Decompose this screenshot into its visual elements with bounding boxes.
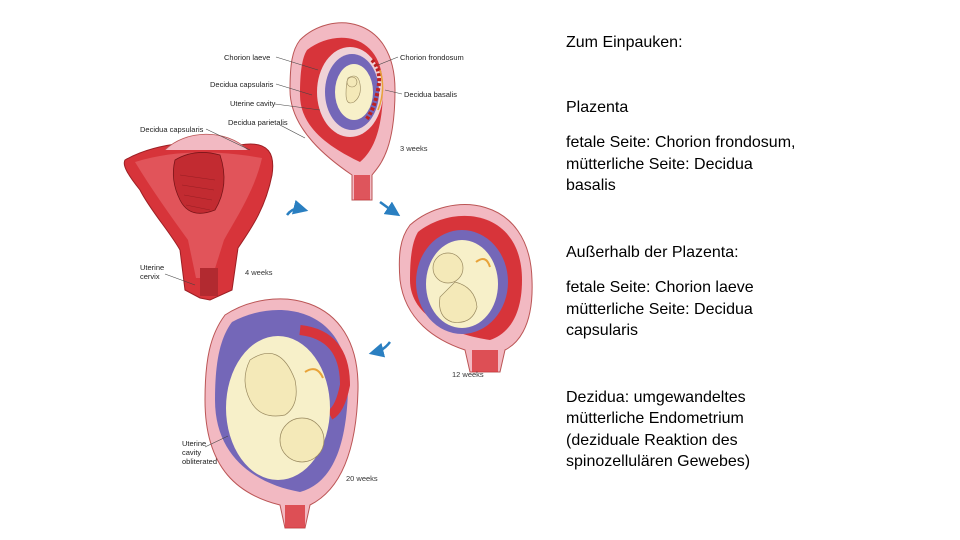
placenta-title: Plazenta xyxy=(566,98,629,116)
stage-label-20-weeks: 20 weeks xyxy=(346,474,378,483)
label-uterine-cavity-obliterated-line1: Uterine xyxy=(182,439,206,448)
stage-20-weeks-uterus xyxy=(204,298,359,529)
notes-heading: Zum Einpauken: xyxy=(566,34,683,51)
placenta-fetal-side: fetale Seite: Chorion frondosum, xyxy=(566,134,796,151)
chorion-frondosum-villi xyxy=(364,58,384,122)
notes-panel: Zum Einpauken: Plazenta fetale Seite: Ch… xyxy=(566,32,806,473)
label-uterine-cavity-obliterated-line3: obliterated xyxy=(182,457,217,466)
outside-maternal-side: mütterliche Seite: Decidua capsularis xyxy=(566,300,753,340)
label-uterine-cervix-line1: Uterine xyxy=(140,263,164,272)
label-chorion-laeve: Chorion laeve xyxy=(224,53,270,62)
label-uterine-cavity-obliterated-line2: cavity xyxy=(182,448,201,457)
outside-fetal-side: fetale Seite: Chorion laeve xyxy=(566,279,754,296)
label-uterine-cervix-line2: cervix xyxy=(140,272,160,281)
stage-label-4-weeks: 4 weeks xyxy=(245,268,273,277)
stage-3-weeks-uterus xyxy=(289,22,396,201)
label-uterine-cavity: Uterine cavity xyxy=(230,99,276,108)
label-decidua-basalis: Decidua basalis xyxy=(404,90,457,99)
stage-12-weeks-uterus xyxy=(398,204,533,373)
placenta-maternal-side: mütterliche Seite: Decidua basalis xyxy=(566,155,753,195)
label-chorion-frondosum: Chorion frondosum xyxy=(400,53,464,62)
outside-placenta-title: Außerhalb der Plazenta: xyxy=(566,243,739,261)
stage-4-weeks-uterus xyxy=(123,133,274,301)
label-decidua-capsularis-2: Decidua capsularis xyxy=(140,125,204,134)
label-decidua-parietalis: Decidua parietalis xyxy=(228,118,288,127)
label-leader-lines xyxy=(164,56,403,448)
label-decidua-capsularis: Decidua capsularis xyxy=(210,80,274,89)
arrow-4w-to-3w xyxy=(286,199,309,216)
stage-arrows xyxy=(286,199,401,358)
decidua-definition: Dezidua: umgewandeltes mütterliche Endom… xyxy=(566,388,751,471)
arrow-3w-to-12w xyxy=(379,200,401,217)
stage-label-12-weeks: 12 weeks xyxy=(452,370,484,379)
arrow-12w-to-20w xyxy=(368,341,391,358)
stage-label-3-weeks: 3 weeks xyxy=(400,144,428,153)
pregnancy-stages-figure: Chorion laeve Decidua capsularis Uterine… xyxy=(123,22,533,529)
